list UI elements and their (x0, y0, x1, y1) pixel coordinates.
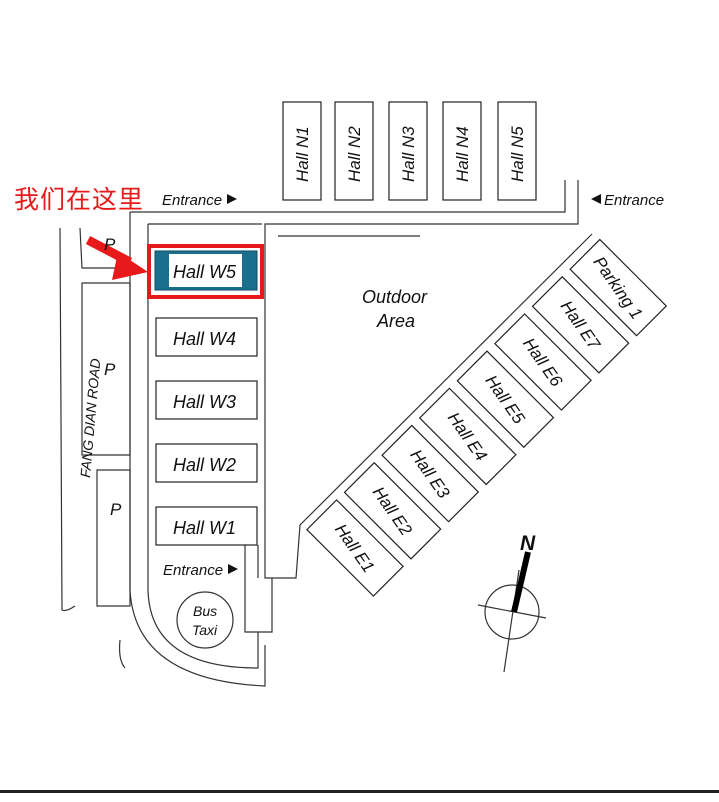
hall-hall-n5[interactable]: Hall N5 (497, 101, 537, 201)
svg-text:Hall N5: Hall N5 (508, 126, 527, 182)
svg-text:Hall W3: Hall W3 (173, 392, 236, 412)
arrow-left-icon (591, 194, 601, 204)
hall-hall-w3[interactable]: Hall W3 (155, 380, 258, 420)
entrance-bottom: Entrance (163, 562, 238, 579)
parking-label: P (110, 500, 122, 519)
svg-text:N: N (520, 532, 536, 555)
hall-hall-n1[interactable]: Hall N1 (282, 101, 322, 201)
hall-hall-w4[interactable]: Hall W4 (155, 317, 258, 357)
hall-hall-n2[interactable]: Hall N2 (334, 101, 374, 201)
svg-text:Hall N2: Hall N2 (345, 126, 364, 182)
hall-hall-e2[interactable]: Hall E2 (343, 461, 442, 560)
hall-hall-n4[interactable]: Hall N4 (442, 101, 482, 201)
hall-hall-w1[interactable]: Hall W1 (155, 506, 258, 546)
svg-text:Entrance: Entrance (162, 192, 222, 209)
parking-label: P (104, 360, 116, 379)
bottom-border (0, 790, 719, 793)
location-highlight (147, 244, 264, 299)
entrance-top-left: Entrance (162, 192, 237, 209)
hall-hall-n3[interactable]: Hall N3 (388, 101, 428, 201)
svg-text:Hall W4: Hall W4 (173, 329, 236, 349)
bus-taxi-stop: Bus Taxi (176, 591, 234, 649)
arrow-right-icon (228, 564, 238, 574)
hall-hall-w2[interactable]: Hall W2 (155, 443, 258, 483)
outdoor-label: Area (376, 311, 415, 331)
compass-icon: N (477, 532, 547, 673)
svg-text:Hall N4: Hall N4 (453, 126, 472, 182)
road-label: FANG DIAN ROAD (77, 358, 103, 478)
svg-text:Entrance: Entrance (604, 192, 664, 209)
svg-text:Entrance: Entrance (163, 562, 223, 579)
svg-text:Hall W1: Hall W1 (173, 518, 236, 538)
arrow-right-icon (227, 194, 237, 204)
west-halls: Hall W5 Hall W4 Hall W3 Hall W2 Hall W1 (154, 250, 258, 546)
svg-text:Bus: Bus (193, 603, 217, 619)
entrance-top-right: Entrance (591, 192, 664, 209)
svg-text:Hall W5: Hall W5 (173, 262, 237, 282)
svg-text:Taxi: Taxi (192, 622, 218, 638)
outdoor-label: Outdoor (362, 287, 428, 307)
parking-label: P (104, 235, 116, 254)
road-lines (59, 180, 593, 687)
svg-text:Hall N1: Hall N1 (293, 126, 312, 182)
svg-text:Hall W2: Hall W2 (173, 455, 236, 475)
hall-hall-w5[interactable]: Hall W5 (154, 250, 258, 291)
red-arrow-icon (85, 236, 148, 280)
north-halls: Hall N1 Hall N2 Hall N3 Hall N4 Hall N5 (282, 101, 537, 201)
svg-text:Hall N3: Hall N3 (399, 126, 418, 182)
you-are-here-label: 我们在这里 (14, 185, 145, 214)
